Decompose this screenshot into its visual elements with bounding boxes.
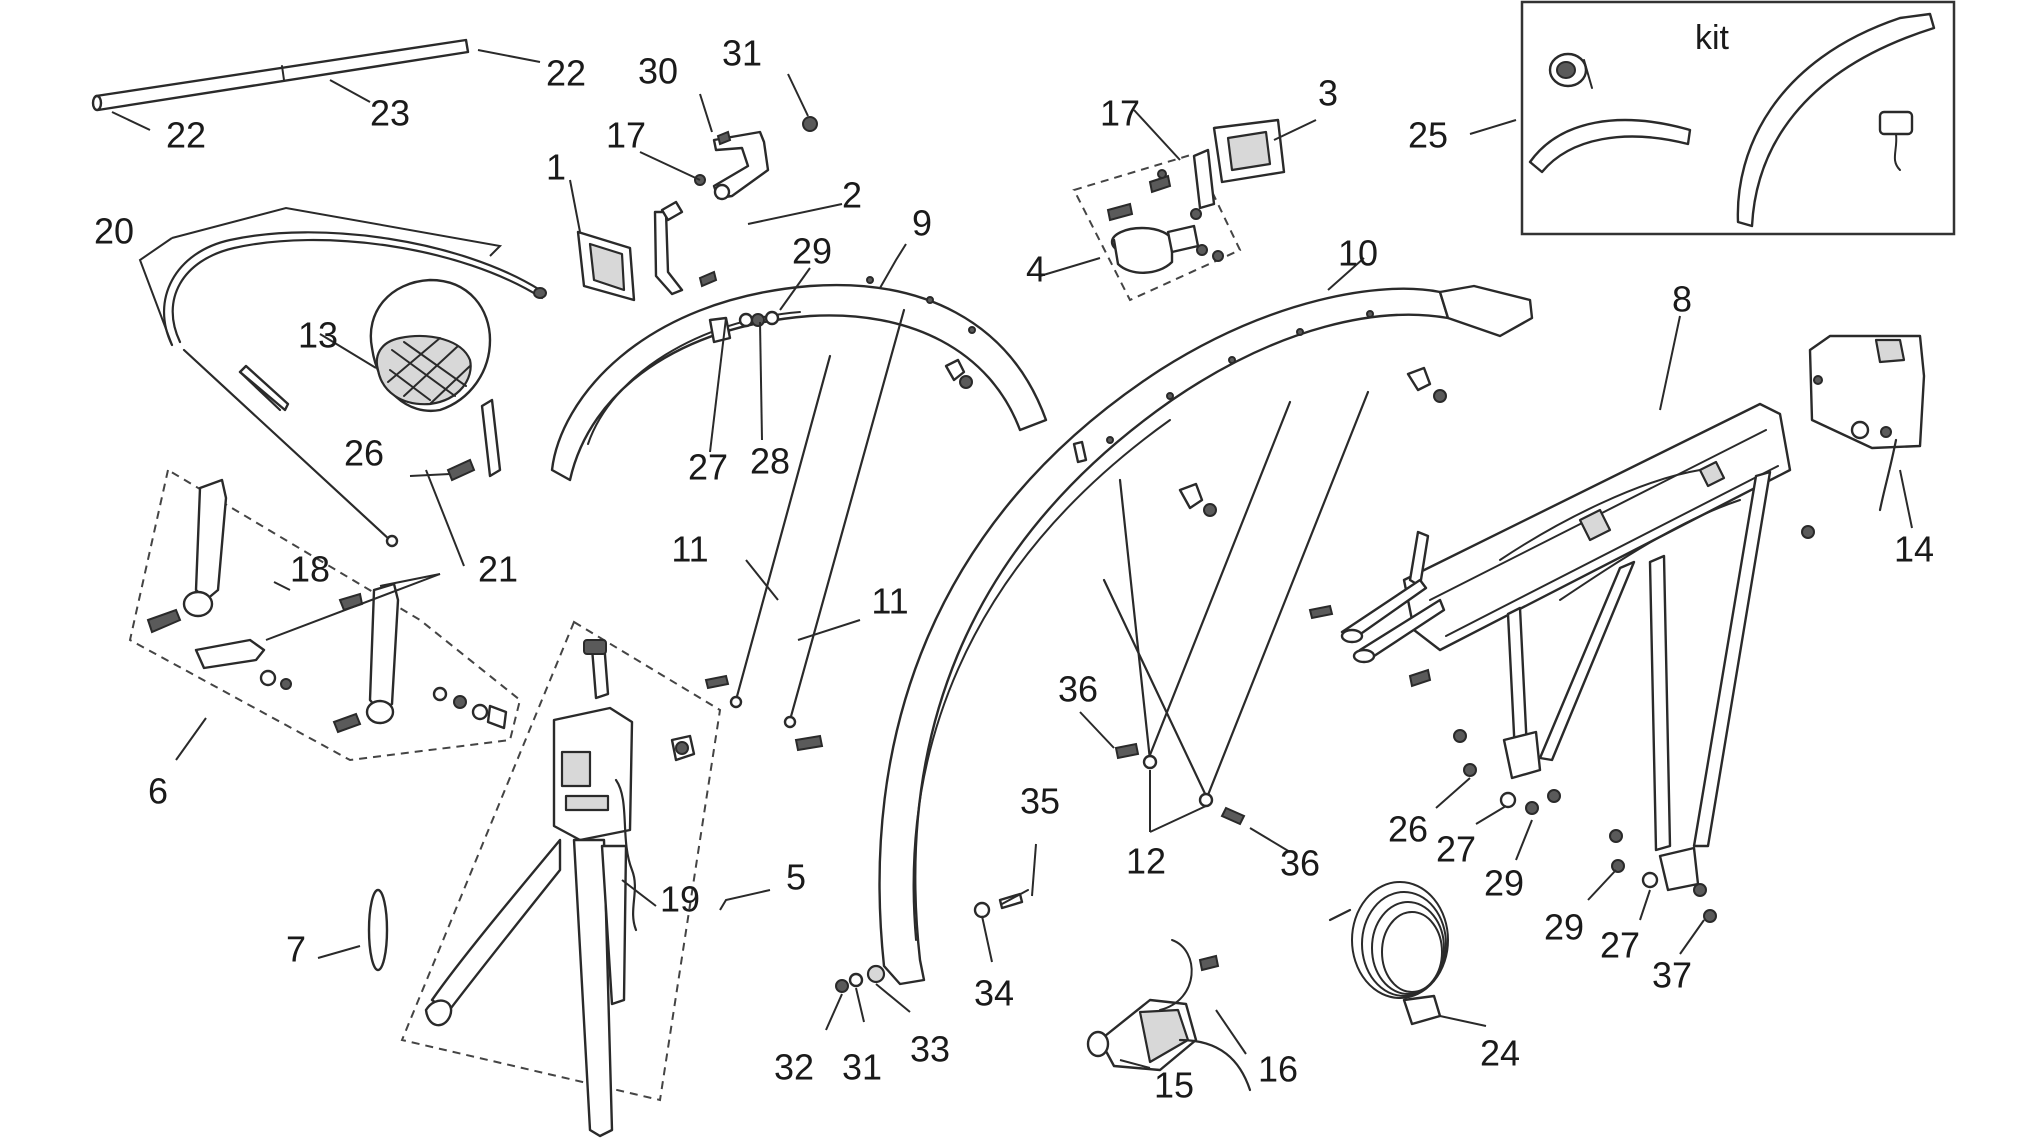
label-5: 5	[786, 857, 806, 898]
label-33: 33	[910, 1029, 950, 1070]
kit-taillight-icon	[1878, 110, 1914, 171]
label-7: 7	[286, 929, 306, 970]
stand-group-outline	[400, 620, 722, 1102]
label-34: 34	[974, 973, 1014, 1014]
label-11-left: 11	[671, 529, 708, 570]
label-17-right: 17	[1100, 93, 1140, 134]
label-21: 21	[478, 549, 518, 590]
brake-cable	[162, 231, 547, 548]
label-20: 20	[94, 211, 134, 252]
kit-rear-fender	[1736, 12, 1936, 228]
headlamp	[369, 278, 502, 482]
kit-headlamp-icon	[1548, 52, 1593, 89]
label-26-left: 26	[344, 433, 384, 474]
label-29-mid: 29	[1484, 863, 1524, 904]
label-29-left: 29	[792, 231, 832, 272]
dynamo	[1086, 939, 1252, 1092]
label-29-right: 29	[1544, 907, 1584, 948]
label-28: 28	[750, 441, 790, 482]
label-30: 30	[638, 51, 678, 92]
label-11-right: 11	[871, 581, 908, 622]
label-13: 13	[298, 315, 338, 356]
seat-clamp	[1106, 148, 1224, 274]
front-stays	[704, 308, 906, 752]
label-10: 10	[1338, 233, 1378, 274]
label-35: 35	[1020, 781, 1060, 822]
cable-coil	[1328, 881, 1449, 1026]
label-26-right: 26	[1388, 809, 1428, 850]
label-25: 25	[1408, 115, 1448, 156]
label-27-right: 27	[1600, 925, 1640, 966]
rod-23	[91, 38, 470, 112]
label-36-right: 36	[1280, 843, 1320, 884]
rear-rack	[1308, 402, 1815, 923]
label-2: 2	[842, 175, 862, 216]
brake-arms	[146, 478, 508, 734]
label-6: 6	[148, 771, 168, 812]
label-22-right: 22	[546, 53, 586, 94]
kit-box	[1520, 0, 1956, 236]
kickstand	[424, 639, 696, 1138]
label-32: 32	[774, 1047, 814, 1088]
label-36-left: 36	[1058, 669, 1098, 710]
tail-light	[1808, 334, 1926, 512]
label-8: 8	[1672, 279, 1692, 320]
leader-lines	[111, 49, 1913, 1069]
reflector-bracket	[653, 116, 818, 296]
front-fender	[550, 276, 1048, 482]
rear-reflector	[1212, 118, 1286, 184]
rear-stays	[1102, 390, 1370, 826]
label-1: 1	[546, 147, 566, 188]
label-37: 37	[1652, 955, 1692, 996]
label-23: 23	[370, 93, 410, 134]
label-15: 15	[1154, 1065, 1194, 1106]
brake-group-outline	[128, 468, 522, 762]
rear-fender	[878, 284, 1534, 986]
label-4: 4	[1026, 249, 1046, 290]
label-27-left: 27	[688, 447, 728, 488]
kit-label: kit	[1695, 19, 1730, 57]
label-22-left: 22	[166, 115, 206, 156]
label-27-mid: 27	[1436, 829, 1476, 870]
label-31-top: 31	[722, 33, 762, 74]
label-31-bottom: 31	[842, 1047, 882, 1088]
label-18: 18	[290, 549, 330, 590]
label-24: 24	[1480, 1033, 1520, 1074]
label-12: 12	[1126, 841, 1166, 882]
fender-bolt-set	[835, 889, 1029, 993]
label-14: 14	[1894, 529, 1934, 570]
front-reflector	[576, 230, 636, 302]
label-9: 9	[912, 203, 932, 244]
label-17-left: 17	[606, 115, 646, 156]
label-3: 3	[1318, 73, 1338, 114]
label-19: 19	[660, 879, 700, 920]
part-number-labels: kit 22 23 22 20 21 1 17 30 31 2 9 29 27 …	[94, 19, 1934, 1106]
kit-front-fender	[1528, 118, 1692, 174]
o-ring	[367, 888, 389, 972]
clamp-group-outline	[1072, 152, 1242, 302]
label-16: 16	[1258, 1049, 1298, 1090]
